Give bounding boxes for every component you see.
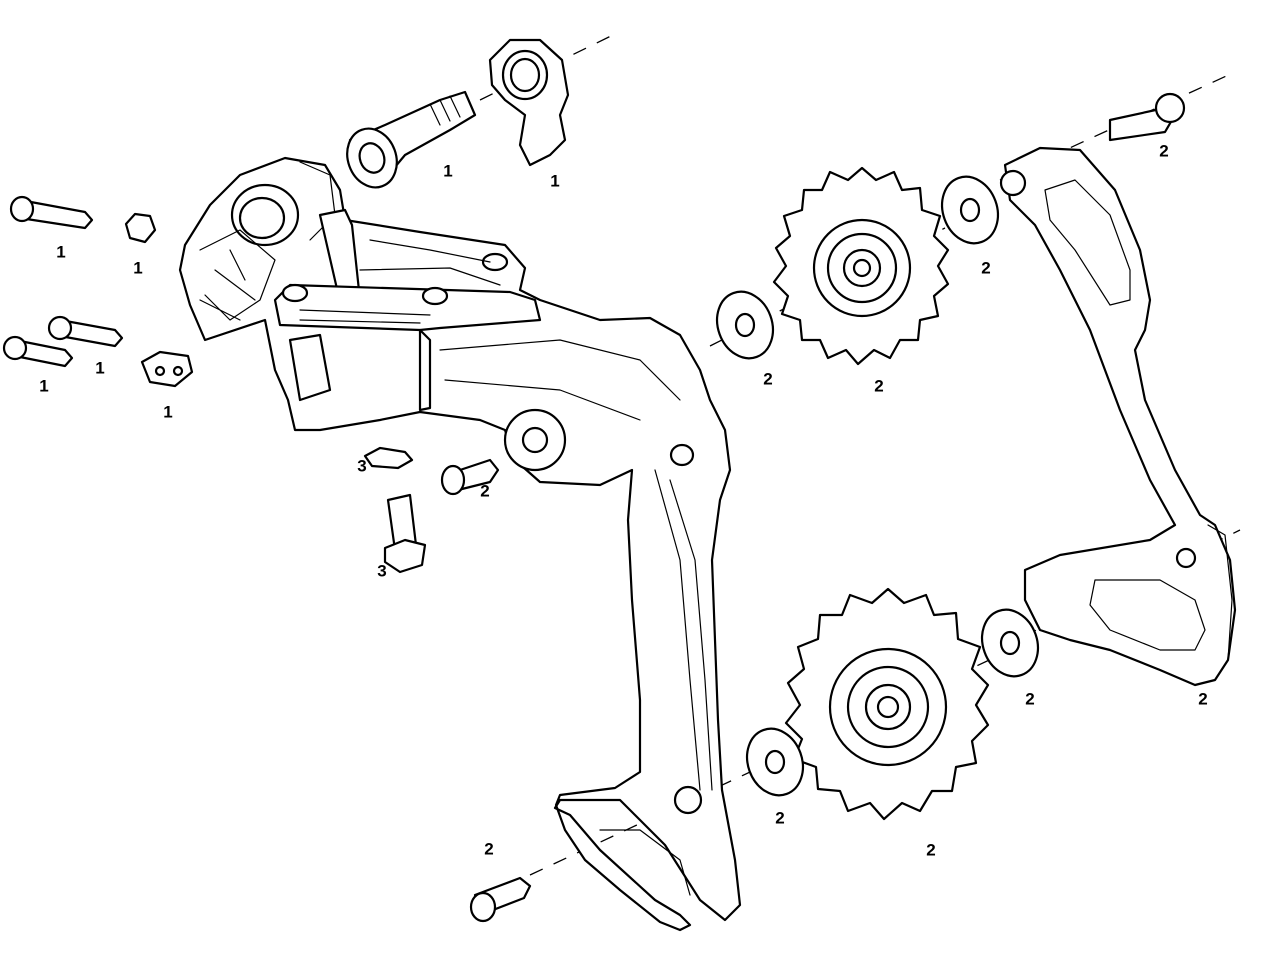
mounting-bolt-part [346, 90, 477, 189]
callout-b-tension-screw-short: 1 [39, 376, 49, 396]
callout-limit-screw-long-top: 1 [56, 242, 66, 262]
callout-cage-pivot-bolt: 2 [480, 481, 490, 501]
callout-mounting-bolt: 1 [443, 161, 453, 181]
callout-cable-pinch-washer: 3 [357, 456, 367, 476]
callout-cable-anchor-bolt: 3 [377, 561, 387, 581]
callout-outer-cage-bolt: 2 [1159, 141, 1169, 161]
callout-derailleur-hanger: 1 [550, 171, 560, 191]
callout-upper-pulley-washer-back: 2 [981, 258, 991, 278]
callout-lower-pulley-washer-front: 2 [775, 808, 785, 828]
lower-pulley [784, 587, 990, 821]
outer-cage-plate [999, 146, 1237, 687]
callout-lower-pulley: 2 [926, 840, 936, 860]
callout-lower-pulley-washer-back: 2 [1025, 689, 1035, 709]
callout-cable-clamp-block: 1 [163, 402, 173, 422]
callout-b-tension-screw: 1 [95, 358, 105, 378]
callout-upper-pulley-washer-front: 2 [763, 369, 773, 389]
callout-upper-pulley: 2 [874, 376, 884, 396]
center-bolts [363, 92, 1186, 923]
callout-outer-cage-plate: 2 [1198, 689, 1208, 709]
derailleur-hanger-part [488, 38, 570, 167]
callout-limit-screw-washer: 1 [133, 258, 143, 278]
callout-lower-cage-bolt: 2 [484, 839, 494, 859]
derailleur-body [178, 156, 742, 932]
washers [715, 175, 1040, 797]
limit-screws [2, 195, 194, 388]
upper-pulley [772, 166, 950, 366]
